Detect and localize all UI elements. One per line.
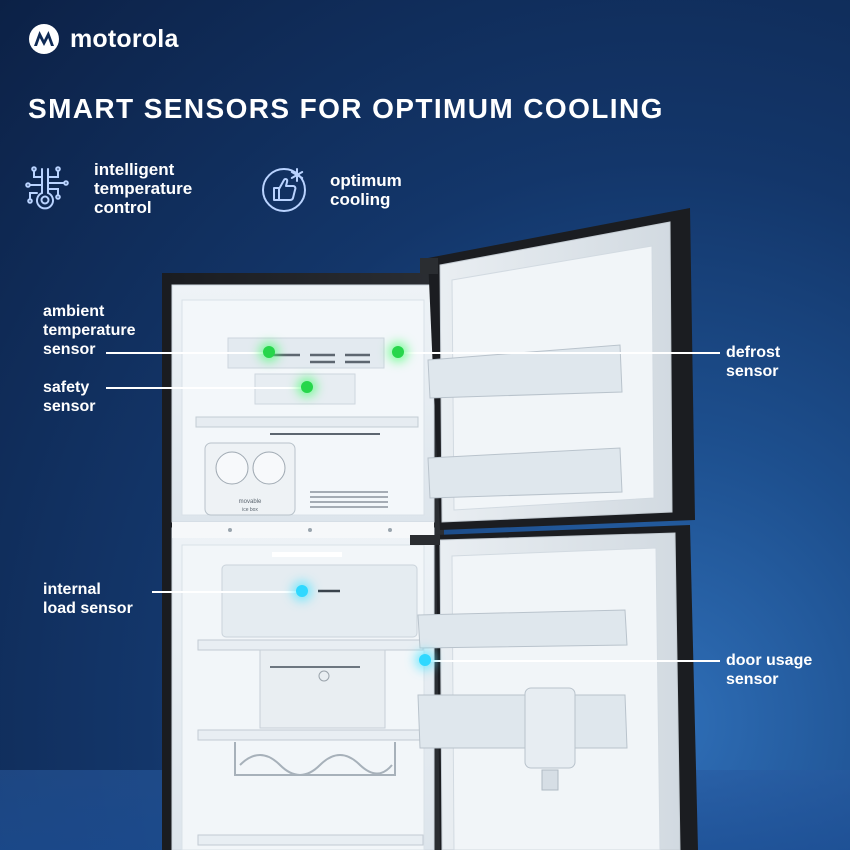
door-usage-sensor-indicator — [419, 654, 431, 666]
fridge-door — [410, 525, 698, 850]
defrost-sensor-indicator — [392, 346, 404, 358]
motorola-logo-icon — [29, 24, 59, 54]
brand: motorola — [28, 22, 179, 56]
safety-sensor-leader — [106, 387, 307, 389]
ambient-sensor-leader — [106, 352, 269, 354]
ambient-temperature-sensor-label: ambient temperature sensor — [43, 303, 136, 358]
feature-optimum-cooling: optimum cooling — [260, 164, 402, 216]
safety-sensor-label: safety sensor — [43, 379, 96, 415]
freezer-compartment: movable ice box — [181, 299, 425, 516]
internal-load-sensor-leader — [152, 591, 302, 593]
brand-name: motorola — [70, 24, 179, 53]
fridge-compartment — [181, 544, 425, 850]
safety-sensor-indicator — [301, 381, 313, 393]
thermometer-circuit-icon — [25, 165, 69, 209]
internal-load-sensor-indicator — [296, 585, 308, 597]
headline: SMART SENSORS FOR OPTIMUM COOLING — [28, 93, 664, 124]
feature-temperature-control-label: intelligent temperature control — [94, 160, 193, 217]
feature-optimum-cooling-label: optimum cooling — [330, 171, 402, 209]
thumbs-up-snowflake-icon — [262, 168, 306, 212]
door-usage-sensor-label: door usage sensor — [726, 652, 813, 688]
ambient-sensor-indicator — [263, 346, 275, 358]
feature-temperature-control: intelligent temperature control — [24, 160, 192, 217]
defrost-sensor-leader — [398, 352, 720, 354]
ice-tray-label: movable — [239, 499, 262, 505]
door-usage-sensor-leader — [425, 660, 720, 662]
defrost-sensor-label: defrost sensor — [726, 344, 781, 380]
ice-tray-sublabel: ice box — [242, 507, 258, 513]
freezer-door — [420, 208, 695, 530]
internal-load-sensor-label: internal load sensor — [43, 581, 133, 617]
